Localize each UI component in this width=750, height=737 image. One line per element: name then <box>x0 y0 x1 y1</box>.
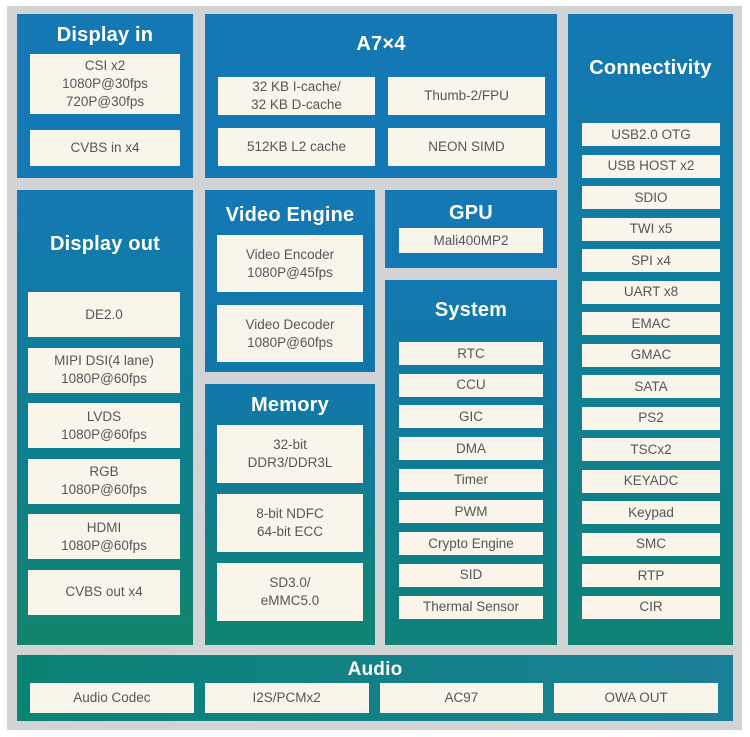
system-title: System <box>434 299 508 321</box>
video-engine-list: Video Encoder 1080P@45fps Video Decoder … <box>205 235 375 362</box>
video-decoder-item: Video Decoder 1080P@60fps <box>217 305 363 362</box>
display-in-block: Display in CSI x2 1080P@30fps 720P@30fps… <box>17 14 193 178</box>
connectivity-item: SATA <box>582 375 720 398</box>
system-item: Crypto Engine <box>399 532 543 556</box>
connectivity-item: GMAC <box>582 343 720 367</box>
neon-simd-item: NEON SIMD <box>388 128 545 166</box>
video-encoder-item: Video Encoder 1080P@45fps <box>217 235 363 292</box>
i2s-pcm-item: I2S/PCMx2 <box>204 683 369 713</box>
cpu-a7-block: A7×4 32 KB I-cache/ 32 KB D-cache Thumb-… <box>205 14 557 178</box>
connectivity-list: USB2.0 OTG USB HOST x2 SDIO TWI x5 SPI x… <box>568 123 733 619</box>
memory-block: Memory 32-bit DDR3/DDR3L 8-bit NDFC 64-b… <box>205 384 375 645</box>
mali-gpu-item: Mali400MP2 <box>399 228 543 253</box>
connectivity-item: TWI x5 <box>582 217 720 241</box>
de2-item: DE2.0 <box>28 292 180 337</box>
gpu-title: GPU <box>449 202 493 224</box>
video-engine-title: Video Engine <box>225 204 355 226</box>
audio-list: Audio Codec I2S/PCMx2 AC97 OWA OUT <box>30 683 718 713</box>
audio-codec-item: Audio Codec <box>30 683 194 713</box>
display-out-block: Display out DE2.0 MIPI DSI(4 lane) 1080P… <box>17 190 193 645</box>
audio-title: Audio <box>347 659 403 680</box>
ddr3-item: 32-bit DDR3/DDR3L <box>217 425 363 483</box>
owa-out-item: OWA OUT <box>554 683 718 713</box>
cpu-a7-title: A7×4 <box>356 33 406 55</box>
system-item: Timer <box>399 468 543 492</box>
icache-dcache-item: 32 KB I-cache/ 32 KB D-cache <box>218 77 375 115</box>
connectivity-item: USB HOST x2 <box>582 154 720 178</box>
thumb-fpu-item: Thumb-2/FPU <box>388 77 545 115</box>
display-out-title: Display out <box>50 233 160 255</box>
connectivity-item: PS2 <box>582 406 720 430</box>
cvbs-out-item: CVBS out x4 <box>28 569 180 615</box>
connectivity-item: SMC <box>582 532 720 556</box>
system-item: Thermal Sensor <box>399 595 543 619</box>
system-item: SID <box>399 563 543 587</box>
l2-cache-item: 512KB L2 cache <box>218 128 375 166</box>
system-item: RTC <box>399 342 543 365</box>
csi-item: CSI x2 1080P@30fps 720P@30fps <box>30 54 180 114</box>
connectivity-item: Keypad <box>582 501 720 524</box>
system-list: RTC CCU GIC DMA Timer PWM Crypto Engine … <box>385 342 557 619</box>
connectivity-item: SPI x4 <box>582 249 720 272</box>
system-item: DMA <box>399 437 543 461</box>
gpu-block: GPU Mali400MP2 <box>385 190 557 268</box>
diagram-panel: Display in CSI x2 1080P@30fps 720P@30fps… <box>7 6 742 730</box>
display-out-list: DE2.0 MIPI DSI(4 lane) 1080P@60fps LVDS … <box>17 292 193 615</box>
system-item: GIC <box>399 405 543 429</box>
connectivity-title: Connectivity <box>589 57 712 79</box>
system-item: CCU <box>399 373 543 397</box>
system-block: System RTC CCU GIC DMA Timer PWM Crypto … <box>385 280 557 645</box>
cpu-feature-grid: 32 KB I-cache/ 32 KB D-cache Thumb-2/FPU… <box>218 77 545 166</box>
memory-title: Memory <box>251 394 329 416</box>
connectivity-item: USB2.0 OTG <box>582 123 720 146</box>
connectivity-item: KEYADC <box>582 469 720 493</box>
mipi-dsi-item: MIPI DSI(4 lane) 1080P@60fps <box>28 347 180 393</box>
connectivity-block: Connectivity USB2.0 OTG USB HOST x2 SDIO… <box>568 14 733 645</box>
ac97-item: AC97 <box>379 683 544 713</box>
connectivity-item: SDIO <box>582 186 720 209</box>
connectivity-item: RTP <box>582 564 720 587</box>
video-engine-block: Video Engine Video Encoder 1080P@45fps V… <box>205 190 375 372</box>
hdmi-item: HDMI 1080P@60fps <box>28 514 180 559</box>
ndfc-ecc-item: 8-bit NDFC 64-bit ECC <box>217 494 363 552</box>
audio-block: Audio Audio Codec I2S/PCMx2 AC97 OWA OUT <box>17 655 733 721</box>
sd-emmc-item: SD3.0/ eMMC5.0 <box>217 563 363 621</box>
display-in-title: Display in <box>56 24 154 46</box>
lvds-item: LVDS 1080P@60fps <box>28 403 180 448</box>
connectivity-item: TSCx2 <box>582 438 720 461</box>
connectivity-item: EMAC <box>582 312 720 335</box>
cvbs-in-item: CVBS in x4 <box>30 130 180 166</box>
connectivity-item: CIR <box>582 595 720 619</box>
memory-list: 32-bit DDR3/DDR3L 8-bit NDFC 64-bit ECC … <box>205 425 375 621</box>
rgb-item: RGB 1080P@60fps <box>28 458 180 504</box>
connectivity-item: UART x8 <box>582 280 720 304</box>
system-item: PWM <box>399 500 543 524</box>
